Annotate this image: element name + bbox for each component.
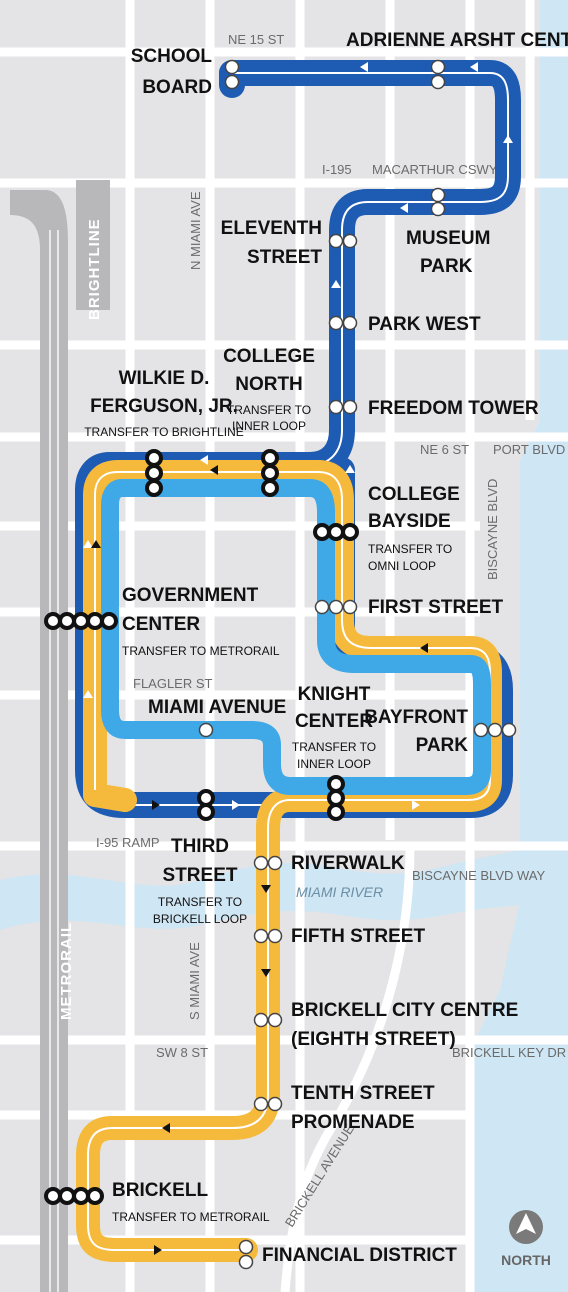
- station-bayfront-park-1: BAYFRONT: [364, 707, 468, 728]
- street-ne15: NE 15 ST: [228, 32, 284, 47]
- station-school-board-1: SCHOOL: [131, 46, 213, 67]
- third-street-transfer-1: TRANSFER TO: [158, 895, 242, 909]
- station-markers: [198, 59, 517, 1270]
- college-bayside-transfer-1: TRANSFER TO: [368, 542, 452, 556]
- station-wilkie-2: FERGUSON, JR.: [90, 396, 238, 417]
- north-arrow-icon: [509, 1210, 543, 1244]
- station-knight-center-2: CENTER: [295, 711, 373, 732]
- street-port-blvd: PORT BLVD: [493, 442, 565, 457]
- biscayne-bay: [470, 0, 568, 1292]
- station-wilkie-1: WILKIE D.: [119, 368, 210, 389]
- station-third-street-1: THIRD: [171, 836, 229, 857]
- station-third-street-2: STREET: [163, 865, 238, 886]
- street-ne6: NE 6 ST: [420, 442, 469, 457]
- station-tenth-street-1: TENTH STREET: [291, 1083, 435, 1104]
- station-riverwalk: RIVERWALK: [291, 853, 405, 874]
- third-street-transfer-marker: [197, 789, 215, 821]
- college-north-transfer-2: INNER LOOP: [232, 419, 306, 433]
- college-bayside-transfer-2: OMNI LOOP: [368, 559, 436, 573]
- college-bayside-transfer-marker: [313, 523, 359, 541]
- station-fifth-street: FIFTH STREET: [291, 926, 425, 947]
- station-college-north-1: COLLEGE: [223, 346, 315, 367]
- station-tenth-street-2: PROMENADE: [291, 1112, 415, 1133]
- street-biscayne-blvd-way: BISCAYNE BLVD WAY: [412, 868, 545, 883]
- knight-center-transfer-marker: [327, 775, 345, 821]
- street-brickell-key: BRICKELL KEY DR: [452, 1045, 566, 1060]
- station-bayfront-park-2: PARK: [416, 735, 469, 756]
- station-museum-park-2: PARK: [420, 256, 473, 277]
- station-eleventh-1: ELEVENTH: [221, 218, 322, 239]
- station-miami-avenue: MIAMI AVENUE: [148, 697, 286, 718]
- station-brickell-city-centre-2: (EIGHTH STREET): [291, 1029, 456, 1050]
- station-first-street: FIRST STREET: [368, 597, 504, 618]
- college-north-transfer-marker: [261, 449, 279, 497]
- station-brickell: BRICKELL: [112, 1180, 208, 1201]
- brickell-transfer: TRANSFER TO METRORAIL: [112, 1210, 270, 1224]
- college-north-transfer-1: TRANSFER TO: [227, 403, 311, 417]
- transfer-markers: [44, 449, 359, 1205]
- station-school-board-2: BOARD: [142, 77, 212, 98]
- third-street-transfer-2: BRICKELL LOOP: [153, 912, 247, 926]
- station-park-west: PARK WEST: [368, 314, 481, 335]
- station-college-bayside-2: BAYSIDE: [368, 511, 451, 532]
- station-knight-center-1: KNIGHT: [298, 684, 371, 705]
- street-i195: I-195: [322, 162, 352, 177]
- north-label: NORTH: [501, 1252, 551, 1268]
- street-sw8: SW 8 ST: [156, 1045, 208, 1060]
- brickell-loop-centerline: [87, 471, 491, 1251]
- street-i95-ramp: I-95 RAMP: [96, 835, 160, 850]
- street-macarthur: MACARTHUR CSWY: [372, 162, 498, 177]
- knight-center-transfer-2: INNER LOOP: [297, 757, 371, 771]
- station-government-center-2: CENTER: [122, 614, 200, 635]
- station-eleventh-2: STREET: [247, 247, 322, 268]
- direction-arrows: [83, 62, 513, 1255]
- station-government-center-1: GOVERNMENT: [122, 585, 259, 606]
- station-college-north-2: NORTH: [235, 374, 303, 395]
- station-college-bayside-1: COLLEGE: [368, 484, 460, 505]
- brickell-transfer-marker: [44, 1187, 104, 1205]
- metrorail-label: METRORAIL: [58, 922, 75, 1020]
- miami-river-label: MIAMI RIVER: [296, 884, 383, 900]
- government-center-transfer-marker: [44, 612, 118, 630]
- rail-corridor: [10, 180, 110, 1292]
- street-n-miami-ave: N MIAMI AVE: [188, 191, 203, 270]
- station-adrienne-arsht: ADRIENNE ARSHT CENTER: [346, 30, 568, 51]
- station-financial-district: FINANCIAL DISTRICT: [262, 1245, 457, 1266]
- wilkie-transfer: TRANSFER TO BRIGHTLINE: [84, 425, 244, 439]
- street-s-miami-ave: S MIAMI AVE: [187, 942, 202, 1020]
- street-flagler: FLAGLER ST: [133, 676, 213, 691]
- brightline-label: BRIGHTLINE: [86, 218, 103, 320]
- wilkie-transfer-marker: [145, 449, 163, 497]
- government-center-transfer: TRANSFER TO METRORAIL: [122, 644, 280, 658]
- station-freedom-tower: FREEDOM TOWER: [368, 398, 539, 419]
- knight-center-transfer-1: TRANSFER TO: [292, 740, 376, 754]
- station-brickell-city-centre-1: BRICKELL CITY CENTRE: [291, 1000, 518, 1021]
- station-museum-park-1: MUSEUM: [406, 228, 490, 249]
- street-biscayne-blvd: BISCAYNE BLVD: [485, 479, 500, 580]
- inner-loop-line: [101, 479, 491, 795]
- station-labels: SCHOOL BOARD ADRIENNE ARSHT CENTER ELEVE…: [84, 30, 568, 1266]
